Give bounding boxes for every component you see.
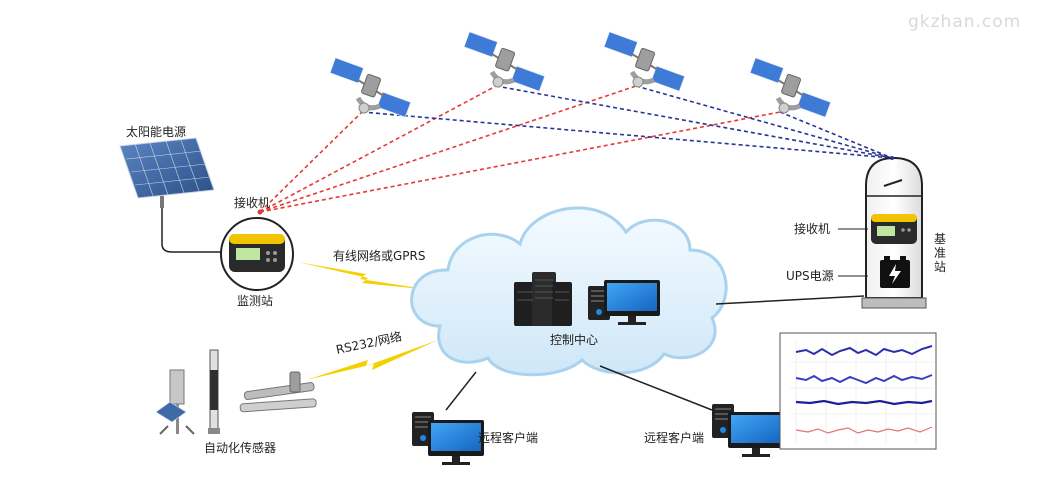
wired-gprs-label: 有线网络或GPRS <box>333 248 426 263</box>
blue-link <box>361 111 893 159</box>
receiver-antenna-point <box>257 209 263 215</box>
red-link <box>259 111 781 213</box>
series-3 <box>795 399 933 406</box>
lightning-rs232 <box>306 340 438 380</box>
series-4 <box>795 426 933 434</box>
monitoring-station <box>220 217 294 291</box>
remote-client-right-icon <box>712 404 784 457</box>
red-link <box>259 111 363 213</box>
blue-link <box>495 85 893 159</box>
base-station-label-char-2: 准 <box>934 246 946 260</box>
control-center-label: 控制中心 <box>550 332 598 347</box>
automation-sensors-icon <box>155 349 317 435</box>
red-link <box>259 85 637 213</box>
red-link <box>259 85 497 213</box>
remote-client-left-icon <box>412 412 484 465</box>
base-receiver-label: 接收机 <box>794 221 830 236</box>
satellite-links <box>259 85 893 213</box>
satellite-icon <box>750 58 831 117</box>
cloud-to-client-left-link <box>445 371 477 411</box>
auto-sensor-label: 自动化传感器 <box>204 440 276 455</box>
monitoring-station-label: 监测站 <box>237 294 273 308</box>
gnss-receiver-icon <box>229 234 285 272</box>
cloud-to-base-link <box>715 295 865 305</box>
solar-panel-icon <box>119 137 215 208</box>
cloud-to-client-right-link <box>599 365 713 411</box>
lightning-wired-gprs <box>298 262 432 290</box>
receiver-label: 接收机 <box>234 195 270 210</box>
ups-power-label: UPS电源 <box>786 269 834 283</box>
base-station-label-char-3: 站 <box>934 260 946 274</box>
time-series-chart <box>779 332 937 450</box>
solar-cable <box>161 208 222 253</box>
rs232-label: RS232/网络 <box>335 328 404 357</box>
solar-power-label: 太阳能电源 <box>126 124 186 139</box>
server-icon <box>514 272 572 326</box>
base-station-label-char-1: 基 <box>934 232 946 246</box>
blue-link <box>779 111 893 159</box>
base-station <box>861 156 927 309</box>
gnss-receiver-icon <box>871 214 917 244</box>
watermark: gkzhan.com <box>908 12 1021 32</box>
satellite-icon <box>330 58 411 117</box>
series-2 <box>795 374 933 385</box>
blue-link <box>635 85 893 159</box>
satellite-icon <box>604 32 685 91</box>
satellite-icon <box>464 32 545 91</box>
battery-icon <box>880 256 910 288</box>
remote-client-left-label: 远程客户端 <box>478 430 538 445</box>
series-1 <box>795 345 933 357</box>
remote-client-right-label: 远程客户端 <box>644 430 704 445</box>
